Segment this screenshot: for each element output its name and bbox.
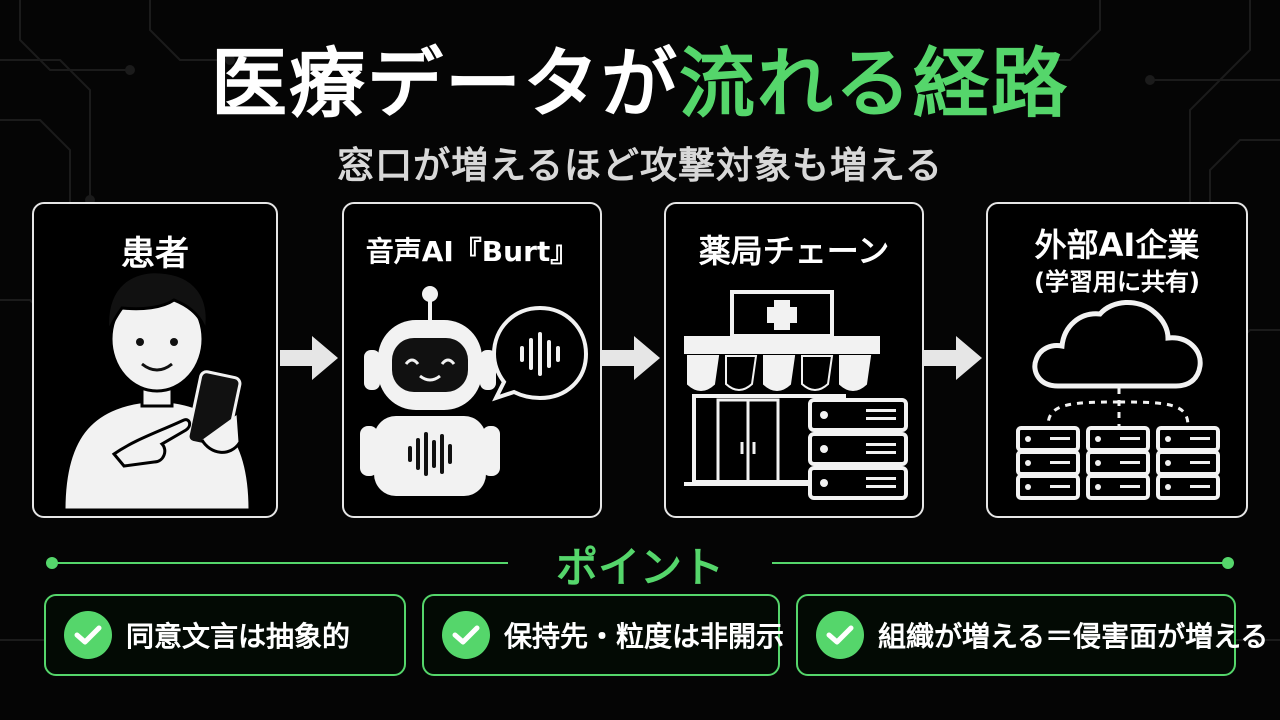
cloud-server-icon	[1016, 299, 1220, 500]
check-icon	[816, 611, 864, 659]
pharmacy-store-icon	[684, 290, 908, 500]
voice-robot-icon	[360, 286, 589, 496]
arrow-right-icon	[280, 336, 338, 380]
page-subtitle: 窓口が増えるほど攻撃対象も増える	[337, 144, 943, 187]
page-title: 医療データが流れる経路	[0, 38, 1280, 130]
divider-line-left	[52, 562, 508, 564]
point-item: 保持先・粒度は非開示	[422, 594, 784, 676]
card-voice-ai: 音声AI『Burt』	[342, 202, 602, 518]
card-title: 薬局チェーン	[698, 232, 890, 270]
divider-dot-right	[1222, 557, 1234, 569]
point-item: 組織が増える＝侵害面が増える	[796, 594, 1268, 676]
check-icon	[64, 611, 112, 659]
card-title: 患者	[121, 234, 189, 274]
points-heading: ポイント	[555, 543, 724, 592]
check-icon	[442, 611, 490, 659]
title-main: 医療データが	[211, 39, 679, 128]
patient-smartphone-icon	[62, 270, 252, 512]
card-title: 外部AI企業	[1034, 226, 1200, 264]
point-item: 同意文言は抽象的	[44, 594, 406, 676]
divider-line-right	[772, 562, 1228, 564]
point-text: 保持先・粒度は非開示	[504, 620, 785, 653]
title-accent: 流れる経路	[679, 39, 1069, 128]
card-title: 音声AI『Burt』	[365, 235, 579, 268]
card-external-ai: 外部AI企業 (学習用に共有)	[986, 202, 1248, 518]
arrow-right-icon	[602, 336, 660, 380]
card-patient: 患者	[32, 202, 278, 518]
card-note: (学習用に共有)	[1034, 268, 1200, 296]
point-text: 同意文言は抽象的	[126, 620, 351, 653]
point-text: 組織が増える＝侵害面が増える	[878, 620, 1269, 653]
arrow-right-icon	[924, 336, 982, 380]
card-pharmacy: 薬局チェーン	[664, 202, 924, 518]
